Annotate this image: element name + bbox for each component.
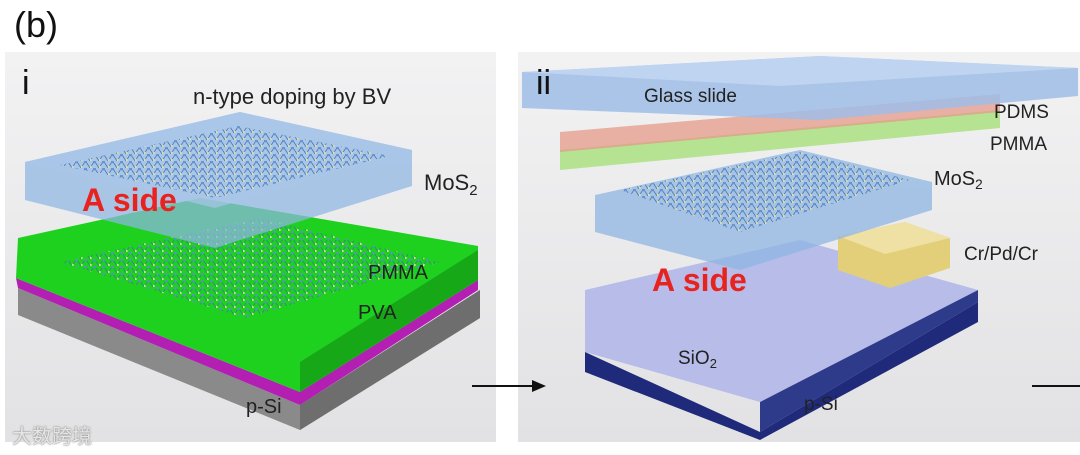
panel-ii-pdms-label: PDMS	[994, 102, 1049, 124]
panel-ii-mos2-label: MoS2	[934, 168, 983, 191]
panel-ii-roman: ii	[536, 64, 551, 103]
panel-ii-glass-label: Glass slide	[644, 86, 737, 108]
panel-ii-crpdcr-label: Cr/Pd/Cr	[964, 244, 1038, 266]
panel-i-title: n-type doping by BV	[193, 84, 391, 110]
panel-ii-sio2-label: SiO2	[678, 348, 717, 370]
panel-ii-pmma-label: PMMA	[990, 134, 1047, 156]
figure-label: (b)	[14, 4, 58, 46]
panel-i-pva-label: PVA	[358, 302, 397, 325]
panel-i-a-side: A side	[82, 182, 177, 219]
panel-i-psi-label: p-Si	[246, 396, 282, 419]
panel-i-pmma-label: PMMA	[368, 262, 428, 285]
panel-i-mos2-label: MoS2	[424, 170, 478, 196]
watermark: 大数跨境	[12, 420, 92, 449]
panel-ii-psi-label: p-Si	[804, 394, 838, 416]
panel-ii-a-side: A side	[652, 262, 747, 299]
panel-i-roman: i	[22, 64, 30, 103]
